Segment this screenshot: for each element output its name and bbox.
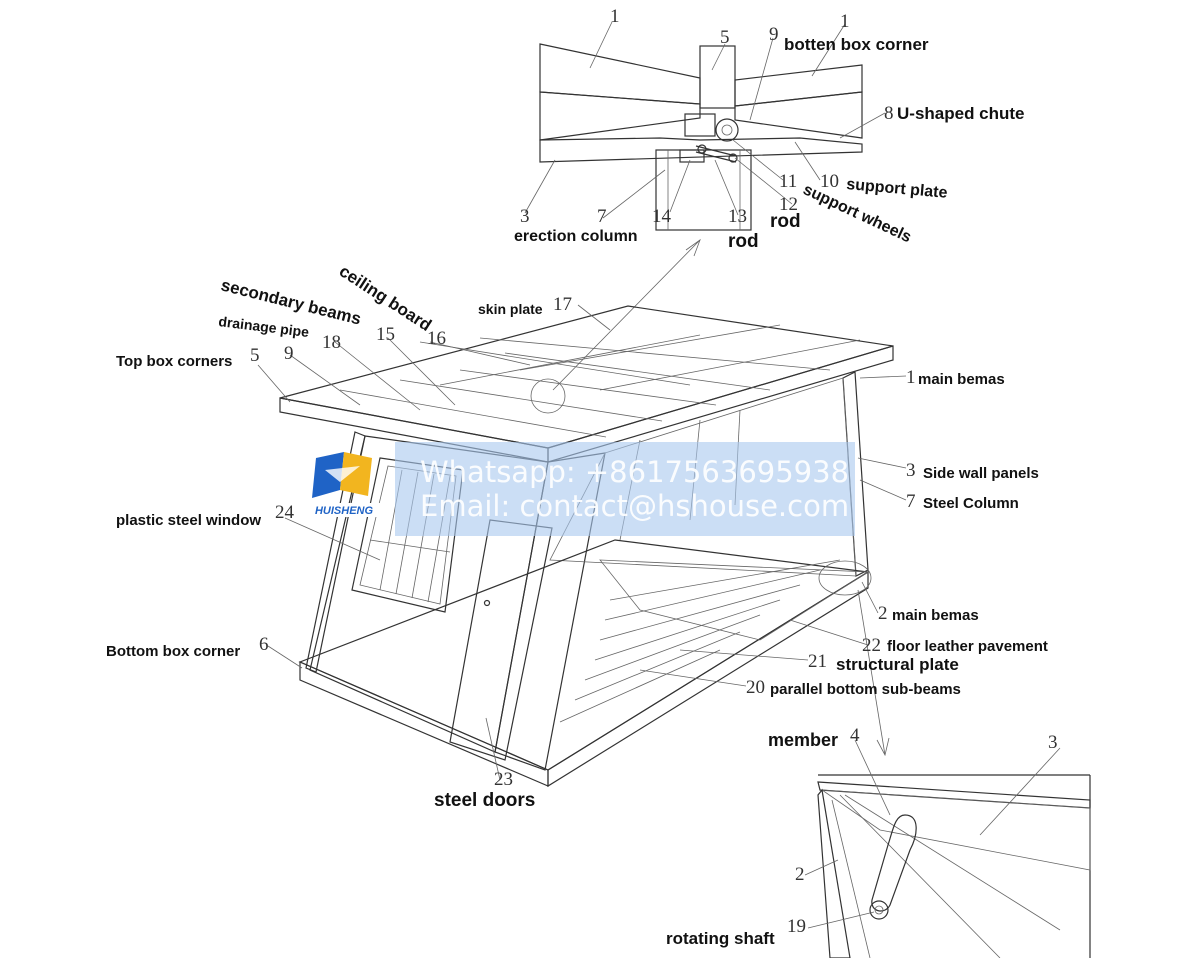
part-number: 21 <box>808 651 827 672</box>
logo-text: HUISHENG <box>315 505 374 517</box>
label-drainage-pipe: drainage pipe <box>218 313 311 340</box>
label-top-box-corners: Top box corners <box>116 353 232 370</box>
part-number: 17 <box>553 294 572 315</box>
part-number: 8 <box>884 103 894 124</box>
part-number: 4 <box>850 725 860 746</box>
huisheng-logo-icon <box>312 452 372 498</box>
label-structural-plate: structural plate <box>836 655 959 674</box>
label-botten-box-corner: botten box corner <box>784 35 929 54</box>
main-leaders <box>257 304 907 781</box>
part-number: 16 <box>427 328 446 349</box>
label-member: member <box>768 730 838 750</box>
part-number: 1 <box>840 11 850 32</box>
label-main-bemas-bottom: main bemas <box>892 607 979 624</box>
part-number: 2 <box>795 864 805 885</box>
label-rotating-shaft: rotating shaft <box>666 929 775 948</box>
container-house <box>279 305 894 788</box>
watermark-band <box>395 442 855 536</box>
label-bottom-box-corner: Bottom box corner <box>106 643 240 660</box>
part-number: 9 <box>284 343 294 364</box>
labels: botten box corner U-shaped chute support… <box>106 35 1048 948</box>
part-number: 1 <box>906 367 916 388</box>
label-parallel-bottom-sub-beams: parallel bottom sub-beams <box>770 681 961 698</box>
part-number: 3 <box>906 460 916 481</box>
part-number: 19 <box>787 916 806 937</box>
watermark-email: Email: contact@hshouse.com <box>420 489 849 523</box>
top-corner-detail <box>539 43 863 231</box>
part-number: 15 <box>376 324 395 345</box>
part-number: 5 <box>720 27 730 48</box>
part-number: 11 <box>779 171 797 192</box>
bottom-right-detail <box>804 739 1091 958</box>
part-number: 9 <box>769 24 779 45</box>
part-number: 18 <box>322 332 341 353</box>
label-plastic-steel-window: plastic steel window <box>116 512 261 529</box>
part-number: 23 <box>494 769 513 790</box>
label-u-shaped-chute: U-shaped chute <box>897 104 1025 123</box>
part-number: 3 <box>1048 732 1058 753</box>
part-number: 5 <box>250 345 260 366</box>
part-number: 1 <box>610 6 620 27</box>
huisheng-logo: HUISHENG <box>306 452 382 517</box>
part-number: 7 <box>906 491 916 512</box>
part-numbers: 1 5 9 1 8 10 11 12 3 7 14 13 17 15 16 18… <box>250 6 1058 937</box>
part-number: 12 <box>779 194 798 215</box>
part-number: 20 <box>746 677 765 698</box>
part-number: 13 <box>728 206 747 227</box>
label-side-wall-panels: Side wall panels <box>923 465 1039 482</box>
label-floor-leather-pavement: floor leather pavement <box>887 638 1048 655</box>
part-number: 2 <box>878 603 888 624</box>
top-detail-leaders <box>524 21 886 219</box>
part-number: 10 <box>820 171 839 192</box>
part-number: 3 <box>520 206 530 227</box>
part-number: 22 <box>862 635 881 656</box>
detail-arrow-top <box>530 238 701 414</box>
label-rod-12: rod <box>770 211 801 232</box>
part-number: 6 <box>259 634 269 655</box>
label-skin-plate: skin plate <box>478 301 543 317</box>
label-main-bemas-top: main bemas <box>918 371 1005 388</box>
label-steel-doors: steel doors <box>434 790 535 811</box>
label-support-plate: support plate <box>846 176 949 202</box>
label-steel-column: Steel Column <box>923 495 1019 512</box>
label-rod-13: rod <box>728 231 759 252</box>
part-number: 7 <box>597 206 607 227</box>
part-number: 24 <box>275 502 295 523</box>
label-erection-column: erection column <box>514 228 638 245</box>
watermark-whatsapp: Whatsapp: +8617563695938 <box>420 455 849 489</box>
part-number: 14 <box>652 206 672 227</box>
watermark: Whatsapp: +8617563695938 Email: contact@… <box>395 442 855 536</box>
